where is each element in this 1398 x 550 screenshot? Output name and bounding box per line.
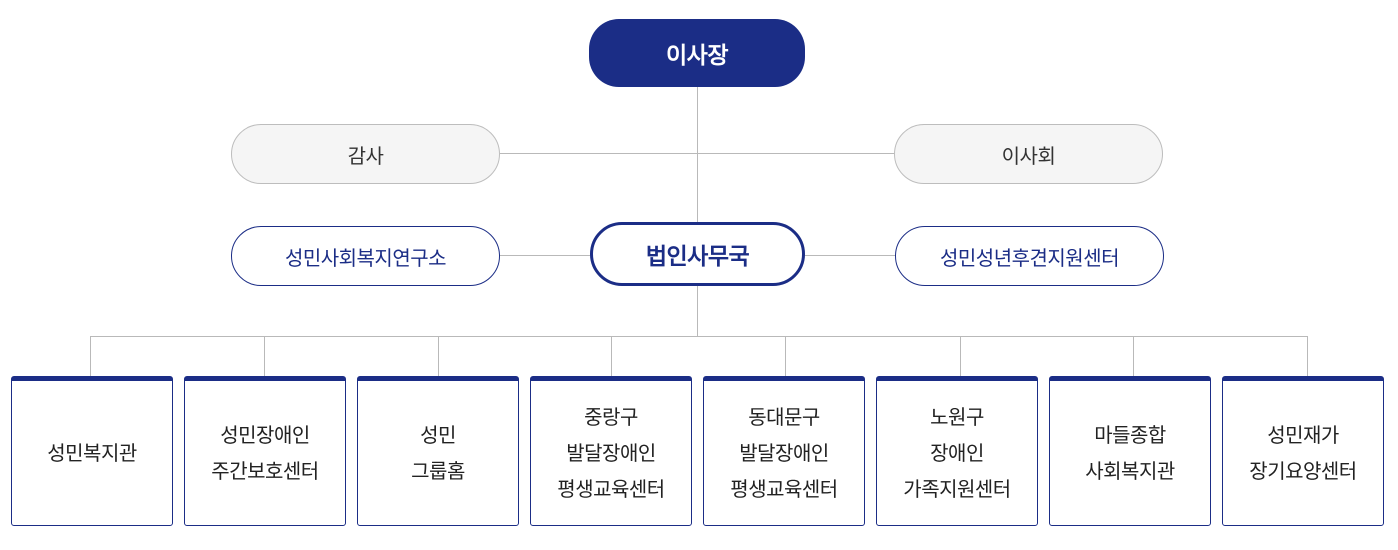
facility-line: 노원구 [930, 405, 984, 429]
board-node: 이사회 [894, 124, 1163, 184]
connector-facility-8 [1307, 336, 1308, 376]
facility-line: 평생교육센터 [730, 477, 838, 501]
auditor-node: 감사 [231, 124, 500, 184]
facility-line: 장기요양센터 [1249, 459, 1357, 483]
guardianship-center-label: 성민성년후견지원센터 [940, 245, 1120, 270]
guardianship-center-node: 성민성년후견지원센터 [895, 226, 1164, 286]
institute-node: 성민사회복지연구소 [231, 226, 500, 286]
facility-box-1: 성민복지관 [11, 376, 173, 526]
connector-facility-7 [1133, 336, 1134, 376]
auditor-label: 감사 [347, 143, 384, 168]
facility-line: 마들종합 [1094, 423, 1166, 447]
facility-box-7: 마들종합 사회복지관 [1049, 376, 1211, 526]
connector-facility-4 [611, 336, 612, 376]
facility-line: 발달장애인 [739, 441, 829, 465]
connector-auditor-board [500, 153, 895, 154]
facility-box-5: 동대문구 발달장애인 평생교육센터 [703, 376, 865, 526]
institute-label: 성민사회복지연구소 [284, 245, 447, 270]
facility-line: 평생교육센터 [557, 477, 665, 501]
connector-facilities-horizontal [90, 336, 1308, 337]
facility-box-3: 성민 그룹홈 [357, 376, 519, 526]
facility-line: 가족지원센터 [903, 477, 1011, 501]
connector-facility-6 [960, 336, 961, 376]
facility-line: 성민복지관 [47, 441, 137, 465]
facility-line: 성민재가 [1267, 423, 1339, 447]
facility-line: 성민장애인 [220, 423, 310, 447]
facility-line: 주간보호센터 [211, 459, 319, 483]
chairman-label: 이사장 [666, 43, 728, 69]
facility-line: 발달장애인 [566, 441, 656, 465]
facility-box-2: 성민장애인 주간보호센터 [184, 376, 346, 526]
facility-line: 장애인 [930, 441, 984, 465]
facility-line: 중랑구 [584, 405, 638, 429]
connector-facility-2 [264, 336, 265, 376]
facility-line: 사회복지관 [1085, 459, 1175, 483]
facility-box-6: 노원구 장애인 가족지원센터 [876, 376, 1038, 526]
chairman-node: 이사장 [589, 19, 805, 87]
facility-line: 그룹홈 [411, 459, 465, 483]
connector-facility-3 [438, 336, 439, 376]
facility-box-8: 성민재가 장기요양센터 [1222, 376, 1384, 526]
office-node: 법인사무국 [590, 222, 805, 286]
connector-facility-5 [785, 336, 786, 376]
connector-facility-1 [90, 336, 91, 376]
facility-line: 성민 [420, 423, 456, 447]
office-label: 법인사무국 [645, 244, 750, 270]
facility-box-4: 중랑구 발달장애인 평생교육센터 [530, 376, 692, 526]
facility-line: 동대문구 [748, 405, 820, 429]
connector-vertical-main [697, 86, 698, 336]
board-label: 이사회 [1001, 143, 1056, 168]
